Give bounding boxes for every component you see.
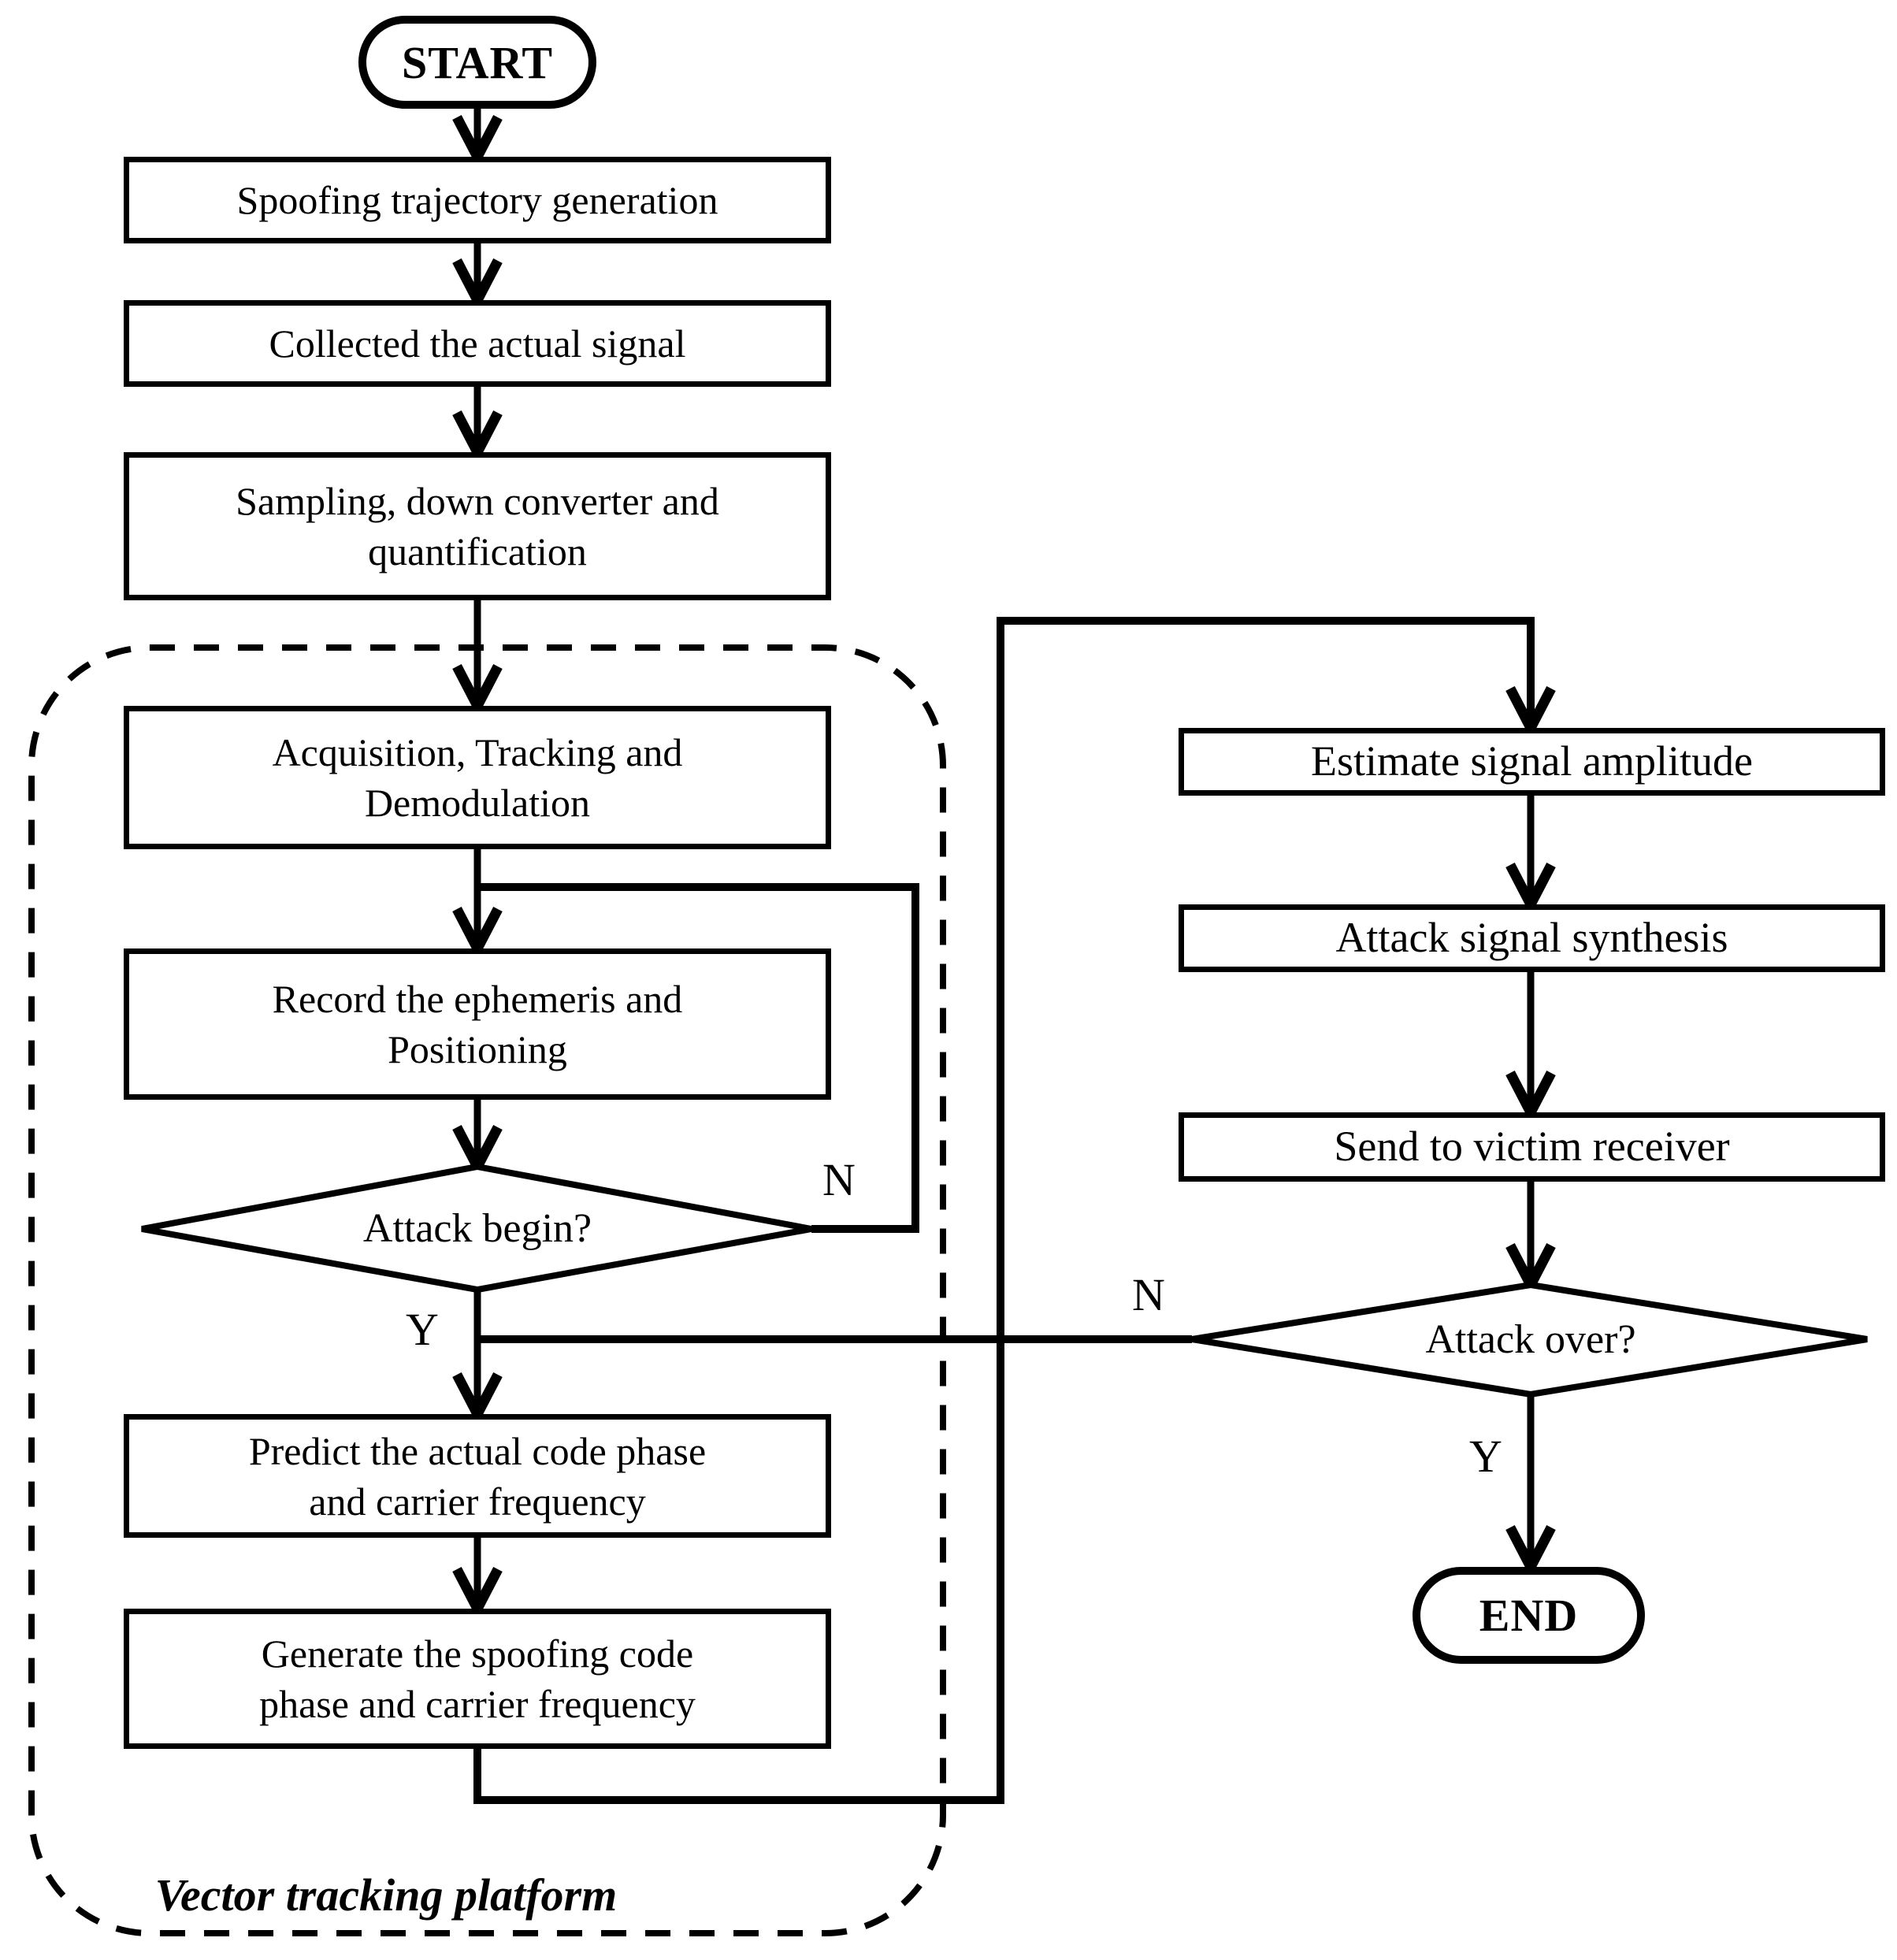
attack-over-yes-label: Y — [1469, 1430, 1502, 1482]
send-to-victim-receiver-box: Send to victim receiver — [1179, 1112, 1885, 1182]
estimate-signal-amplitude-box: Estimate signal amplitude — [1179, 728, 1885, 796]
attack-begin-diamond — [141, 1163, 812, 1294]
edge-sampling-to-acquisition — [452, 600, 503, 718]
edge-send-to-attack-over — [1505, 1182, 1556, 1297]
vector-tracking-platform-label: Vector tracking platform — [154, 1869, 618, 1921]
collected-actual-signal-box: Collected the actual signal — [124, 300, 831, 387]
attack-begin-label: Attack begin? — [362, 1205, 592, 1251]
acquisition-tracking-demodulation-box: Acquisition, Tracking and Demodulation — [124, 706, 831, 849]
edge-spoofing-to-collect — [452, 243, 503, 312]
end-terminal: END — [1413, 1567, 1645, 1664]
edge-synthesis-to-send — [1505, 972, 1556, 1124]
edge-collect-to-sampling — [452, 387, 503, 464]
spoofing-trajectory-generation-box: Spoofing trajectory generation — [124, 157, 831, 243]
edge-attack-begin-yes-to-predict — [452, 1290, 503, 1426]
attack-over-diamond — [1191, 1281, 1868, 1398]
generate-spoofing-code-box: Generate the spoofing code phase and car… — [124, 1609, 831, 1749]
sampling-down-converter-box: Sampling, down converter and quantificat… — [124, 452, 831, 600]
vector-tracking-platform-frame — [28, 644, 946, 1936]
edge-acquisition-to-record — [452, 849, 503, 960]
start-terminal: START — [358, 16, 596, 109]
attack-over-no-label: N — [1132, 1268, 1165, 1320]
attack-signal-synthesis-box: Attack signal synthesis — [1179, 904, 1885, 972]
edge-record-to-attack-begin — [452, 1100, 503, 1179]
attack-begin-no-label: N — [822, 1153, 856, 1205]
record-ephemeris-positioning-box: Record the ephemeris and Positioning — [124, 948, 831, 1100]
attack-over-label: Attack over? — [1425, 1316, 1636, 1362]
predict-code-phase-box: Predict the actual code phase and carrie… — [124, 1414, 831, 1538]
edge-estimate-to-synthesis — [1505, 796, 1556, 916]
edge-predict-to-generate — [452, 1538, 503, 1620]
edge-attack-begin-no-loop — [477, 883, 919, 1233]
edge-start-to-spoofing — [452, 109, 503, 169]
attack-begin-yes-label: Y — [406, 1303, 439, 1355]
